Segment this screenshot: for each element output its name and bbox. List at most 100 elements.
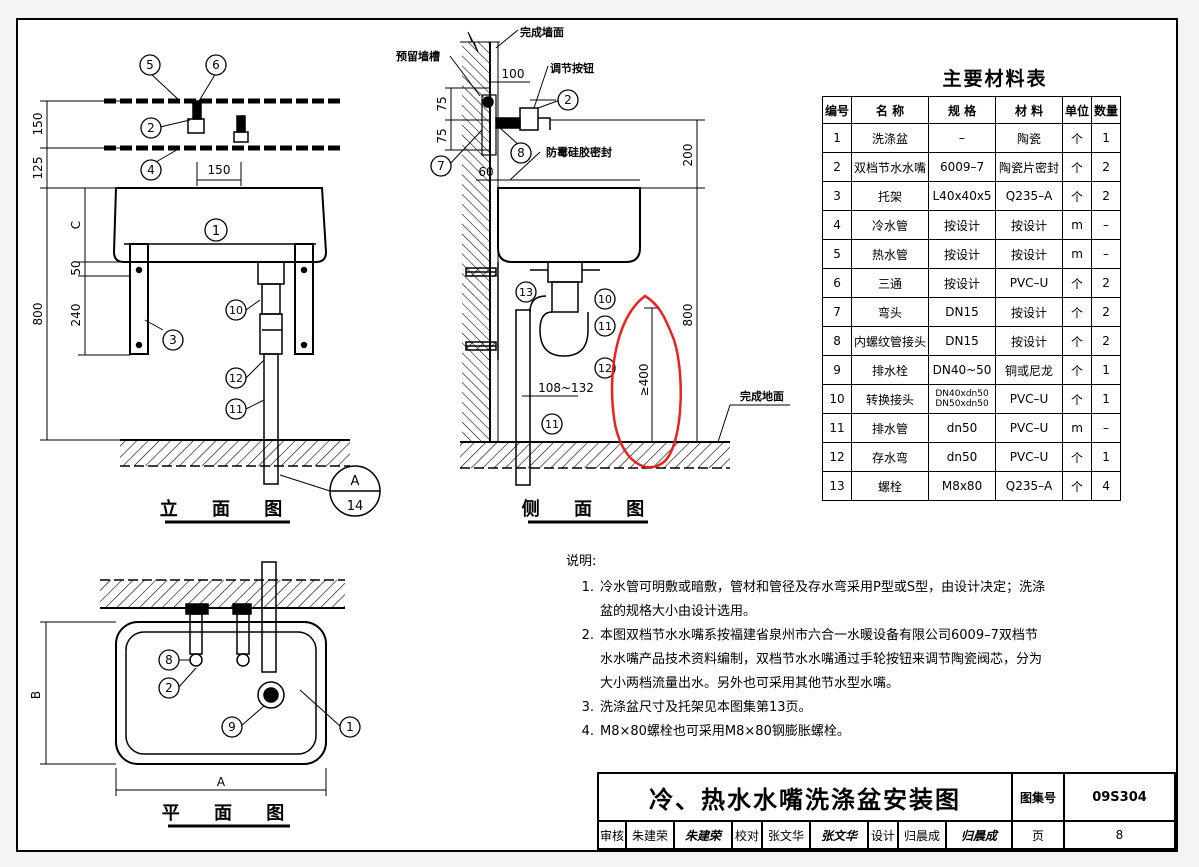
materials-cell: 1 — [1091, 355, 1122, 385]
elevation-view-label: 立 面 图 — [160, 498, 297, 520]
side-callout-13: 13 — [519, 286, 533, 299]
callout-10: 10 — [229, 304, 243, 317]
dim-c: C — [69, 221, 83, 229]
materials-cell: 1 — [821, 123, 853, 153]
note-text: 冷水管可明敷或暗敷，管材和管径及存水弯采用P型或S型，由设计决定；洗涤盆的规格大… — [600, 580, 1046, 619]
materials-cell: 4 — [1091, 471, 1122, 501]
materials-cell: 1 — [1091, 384, 1122, 414]
callout-1: 1 — [212, 224, 220, 239]
elevation-view — [40, 72, 381, 524]
spec-line: DN50xdn50 — [935, 399, 989, 409]
materials-cell: DN15 — [928, 297, 997, 327]
plan-callout-9: 9 — [228, 720, 236, 734]
side-callout-8: 8 — [517, 146, 525, 160]
designer-name: 归晨成 — [899, 820, 947, 850]
note-item: 4. M8×80螺栓也可采用M8×80钢膨胀螺栓。 — [566, 720, 1046, 744]
side-dim-400: ≥400 — [637, 364, 651, 397]
side-callout-7: 7 — [437, 159, 445, 173]
note-item: 3. 洗涤盆尺寸及托架见本图集第13页。 — [566, 696, 1046, 720]
plan-view-label: 平 面 图 — [162, 803, 299, 824]
note-text: M8×80螺栓也可采用M8×80钢膨胀螺栓。 — [600, 724, 850, 739]
materials-cell: 个 — [1062, 471, 1093, 501]
plan-callout-8: 8 — [165, 653, 173, 667]
materials-cell: 个 — [1062, 326, 1093, 356]
materials-cell: 5 — [821, 239, 853, 269]
title-block: 冷、热水水嘴洗涤盆安装图 图集号 09S304 审核 朱建荣 朱建荣 校对 张文… — [597, 772, 1176, 850]
plan-callout-1: 1 — [346, 720, 354, 734]
materials-cell: 冷水管 — [851, 210, 930, 240]
materials-cell: 个 — [1062, 268, 1093, 298]
materials-cell: – — [928, 123, 997, 153]
materials-cell: dn50 — [928, 442, 997, 472]
label-finished-floor: 完成地面 — [740, 389, 784, 403]
section-ref-top: A — [351, 474, 360, 489]
callout-12: 12 — [229, 372, 243, 385]
dim-50: 50 — [69, 260, 83, 275]
materials-cell: 铜或尼龙 — [995, 355, 1064, 385]
materials-cell: 排水栓 — [851, 355, 930, 385]
materials-cell: 按设计 — [995, 210, 1064, 240]
side-callout-10: 10 — [598, 293, 612, 306]
materials-cell: 三通 — [851, 268, 930, 298]
notes-heading: 说明: — [566, 554, 597, 569]
materials-cell: 弯头 — [851, 297, 930, 327]
red-markup-circle — [610, 294, 682, 469]
materials-cell: 按设计 — [995, 297, 1064, 327]
callout-2: 2 — [147, 121, 155, 135]
side-callout-2: 2 — [564, 93, 572, 107]
dim-125: 125 — [31, 157, 45, 180]
materials-cell: PVC–U — [995, 384, 1064, 414]
note-text: 洗涤盆尺寸及托架见本图集第13页。 — [600, 700, 812, 715]
side-dim-75b: 75 — [435, 128, 449, 143]
materials-cell: 9 — [821, 355, 853, 385]
checker-name: 张文华 — [763, 820, 811, 850]
side-callout-12: 12 — [598, 362, 612, 375]
header-cell: 单位 — [1062, 96, 1093, 124]
materials-cell: 1 — [1091, 123, 1122, 153]
materials-cell: 13 — [821, 471, 853, 501]
materials-cell: PVC–U — [995, 442, 1064, 472]
reviewer-name: 朱建荣 — [627, 820, 675, 850]
materials-cell: 热水管 — [851, 239, 930, 269]
callout-11: 11 — [229, 403, 243, 416]
note-text: 本图双档节水水嘴系按福建省泉州市六合一水暖设备有限公司6009–7双档节水水嘴产… — [600, 628, 1043, 691]
plan-callout-2: 2 — [165, 681, 173, 695]
label-mildew-sealant: 防霉硅胶密封 — [546, 145, 612, 159]
materials-cell: DN15 — [928, 326, 997, 356]
callout-3: 3 — [169, 333, 177, 347]
materials-cell: 6 — [821, 268, 853, 298]
materials-cell: 个 — [1062, 442, 1093, 472]
materials-cell: – — [1091, 210, 1122, 240]
side-view-label: 侧 面 图 — [522, 499, 659, 520]
plan-view — [40, 561, 345, 828]
materials-cell: m — [1062, 413, 1093, 443]
note-number: 1. — [581, 580, 594, 595]
side-dim-75a: 75 — [435, 96, 449, 111]
materials-cell: 按设计 — [928, 239, 997, 269]
check-label: 校对 — [733, 820, 763, 850]
callout-6: 6 — [212, 58, 220, 72]
materials-cell: PVC–U — [995, 268, 1064, 298]
materials-cell: 陶瓷片密封 — [995, 152, 1064, 182]
materials-cell: 个 — [1062, 123, 1093, 153]
atlas-label: 图集号 — [1013, 772, 1065, 822]
materials-cell: 个 — [1062, 297, 1093, 327]
materials-cell: Q235–A — [995, 471, 1064, 501]
materials-cell: 个 — [1062, 384, 1093, 414]
materials-cell: 个 — [1062, 355, 1093, 385]
note-item: 1. 冷水管可明敷或暗敷，管材和管径及存水弯采用P型或S型，由设计决定；洗涤盆的… — [566, 576, 1046, 624]
plan-dim-a: A — [217, 775, 226, 789]
dim-150-top: 150 — [31, 113, 45, 136]
materials-cell: M8x80 — [928, 471, 997, 501]
